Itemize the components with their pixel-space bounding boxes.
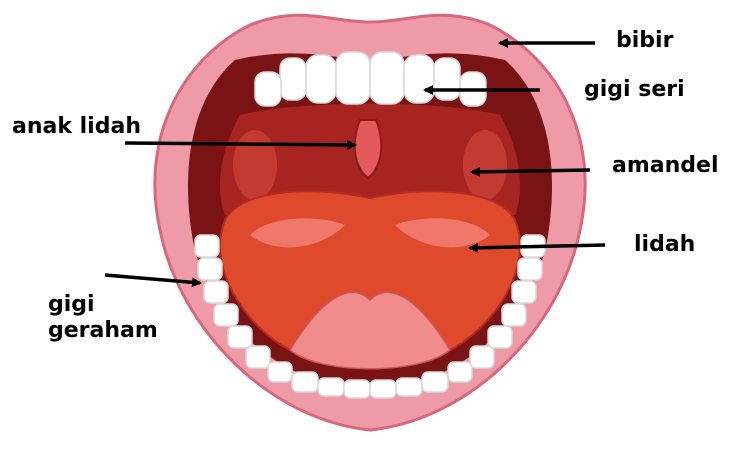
tonsil-left <box>233 130 277 200</box>
label-gigi-geraham-line1: gigi <box>48 292 95 318</box>
label-bibir: bibir <box>616 28 673 54</box>
arrow-anak-lidah <box>125 143 355 145</box>
label-gigi-geraham-line2: geraham <box>48 318 158 344</box>
label-lidah: lidah <box>634 232 695 258</box>
label-amandel: amandel <box>612 153 719 179</box>
label-gigi-seri: gigi seri <box>584 77 685 103</box>
tonsil-right <box>463 130 507 200</box>
label-anak-lidah: anak lidah <box>12 114 141 140</box>
arrow-amandel <box>472 170 590 172</box>
